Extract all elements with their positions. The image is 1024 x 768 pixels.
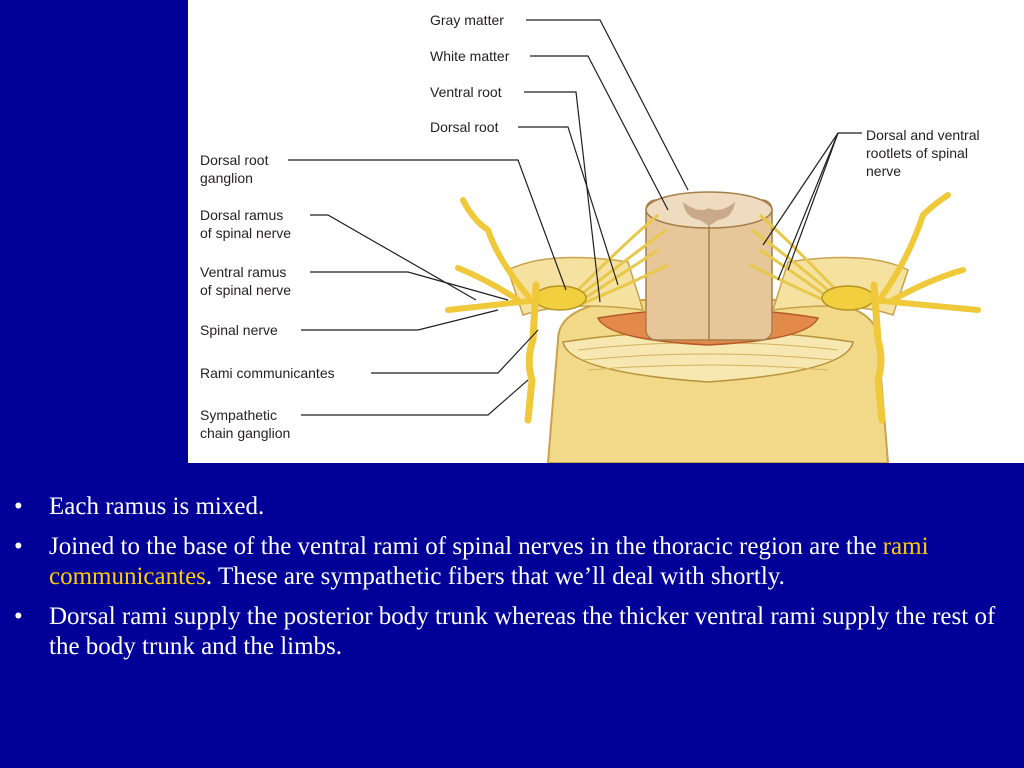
- label-rootlets: Dorsal and ventral rootlets of spinal ne…: [866, 126, 980, 180]
- label-dorsal-ramus: Dorsal ramus of spinal nerve: [200, 206, 291, 242]
- bullet-text: Each ramus is mixed.: [49, 493, 264, 520]
- label-ventral-root: Ventral root: [430, 83, 502, 101]
- bullet-item: • Each ramus is mixed.: [0, 492, 1024, 522]
- bullet-list: • Each ramus is mixed. • Joined to the b…: [0, 492, 1024, 672]
- nerve-right: [872, 195, 978, 310]
- label-sympathetic-chain-ganglion: Sympathetic chain ganglion: [200, 406, 290, 442]
- label-gray-matter: Gray matter: [430, 11, 504, 29]
- label-dorsal-root-ganglion: Dorsal root ganglion: [200, 151, 268, 187]
- bullet-icon: •: [14, 602, 23, 632]
- label-dorsal-root: Dorsal root: [430, 118, 498, 136]
- nerve-left: [448, 200, 538, 310]
- label-spinal-nerve: Spinal nerve: [200, 321, 278, 339]
- bullet-item: • Joined to the base of the ventral rami…: [0, 532, 1024, 592]
- bullet-item: • Dorsal rami supply the posterior body …: [0, 602, 1024, 662]
- bullet-icon: •: [14, 492, 23, 522]
- label-white-matter: White matter: [430, 47, 509, 65]
- bullet-text: Dorsal rami supply the posterior body tr…: [49, 603, 995, 660]
- drg-right: [822, 286, 874, 310]
- bullet-text: Joined to the base of the ventral rami o…: [49, 533, 883, 560]
- label-rami-communicantes: Rami communicantes: [200, 364, 335, 382]
- bullet-icon: •: [14, 532, 23, 562]
- anatomy-illustration: [188, 0, 1024, 463]
- bullet-text: . These are sympathetic fibers that we’l…: [206, 563, 785, 590]
- spinal-nerve-diagram: Gray matter White matter Ventral root Do…: [188, 0, 1024, 463]
- drg-left: [534, 286, 586, 310]
- label-ventral-ramus: Ventral ramus of spinal nerve: [200, 263, 291, 299]
